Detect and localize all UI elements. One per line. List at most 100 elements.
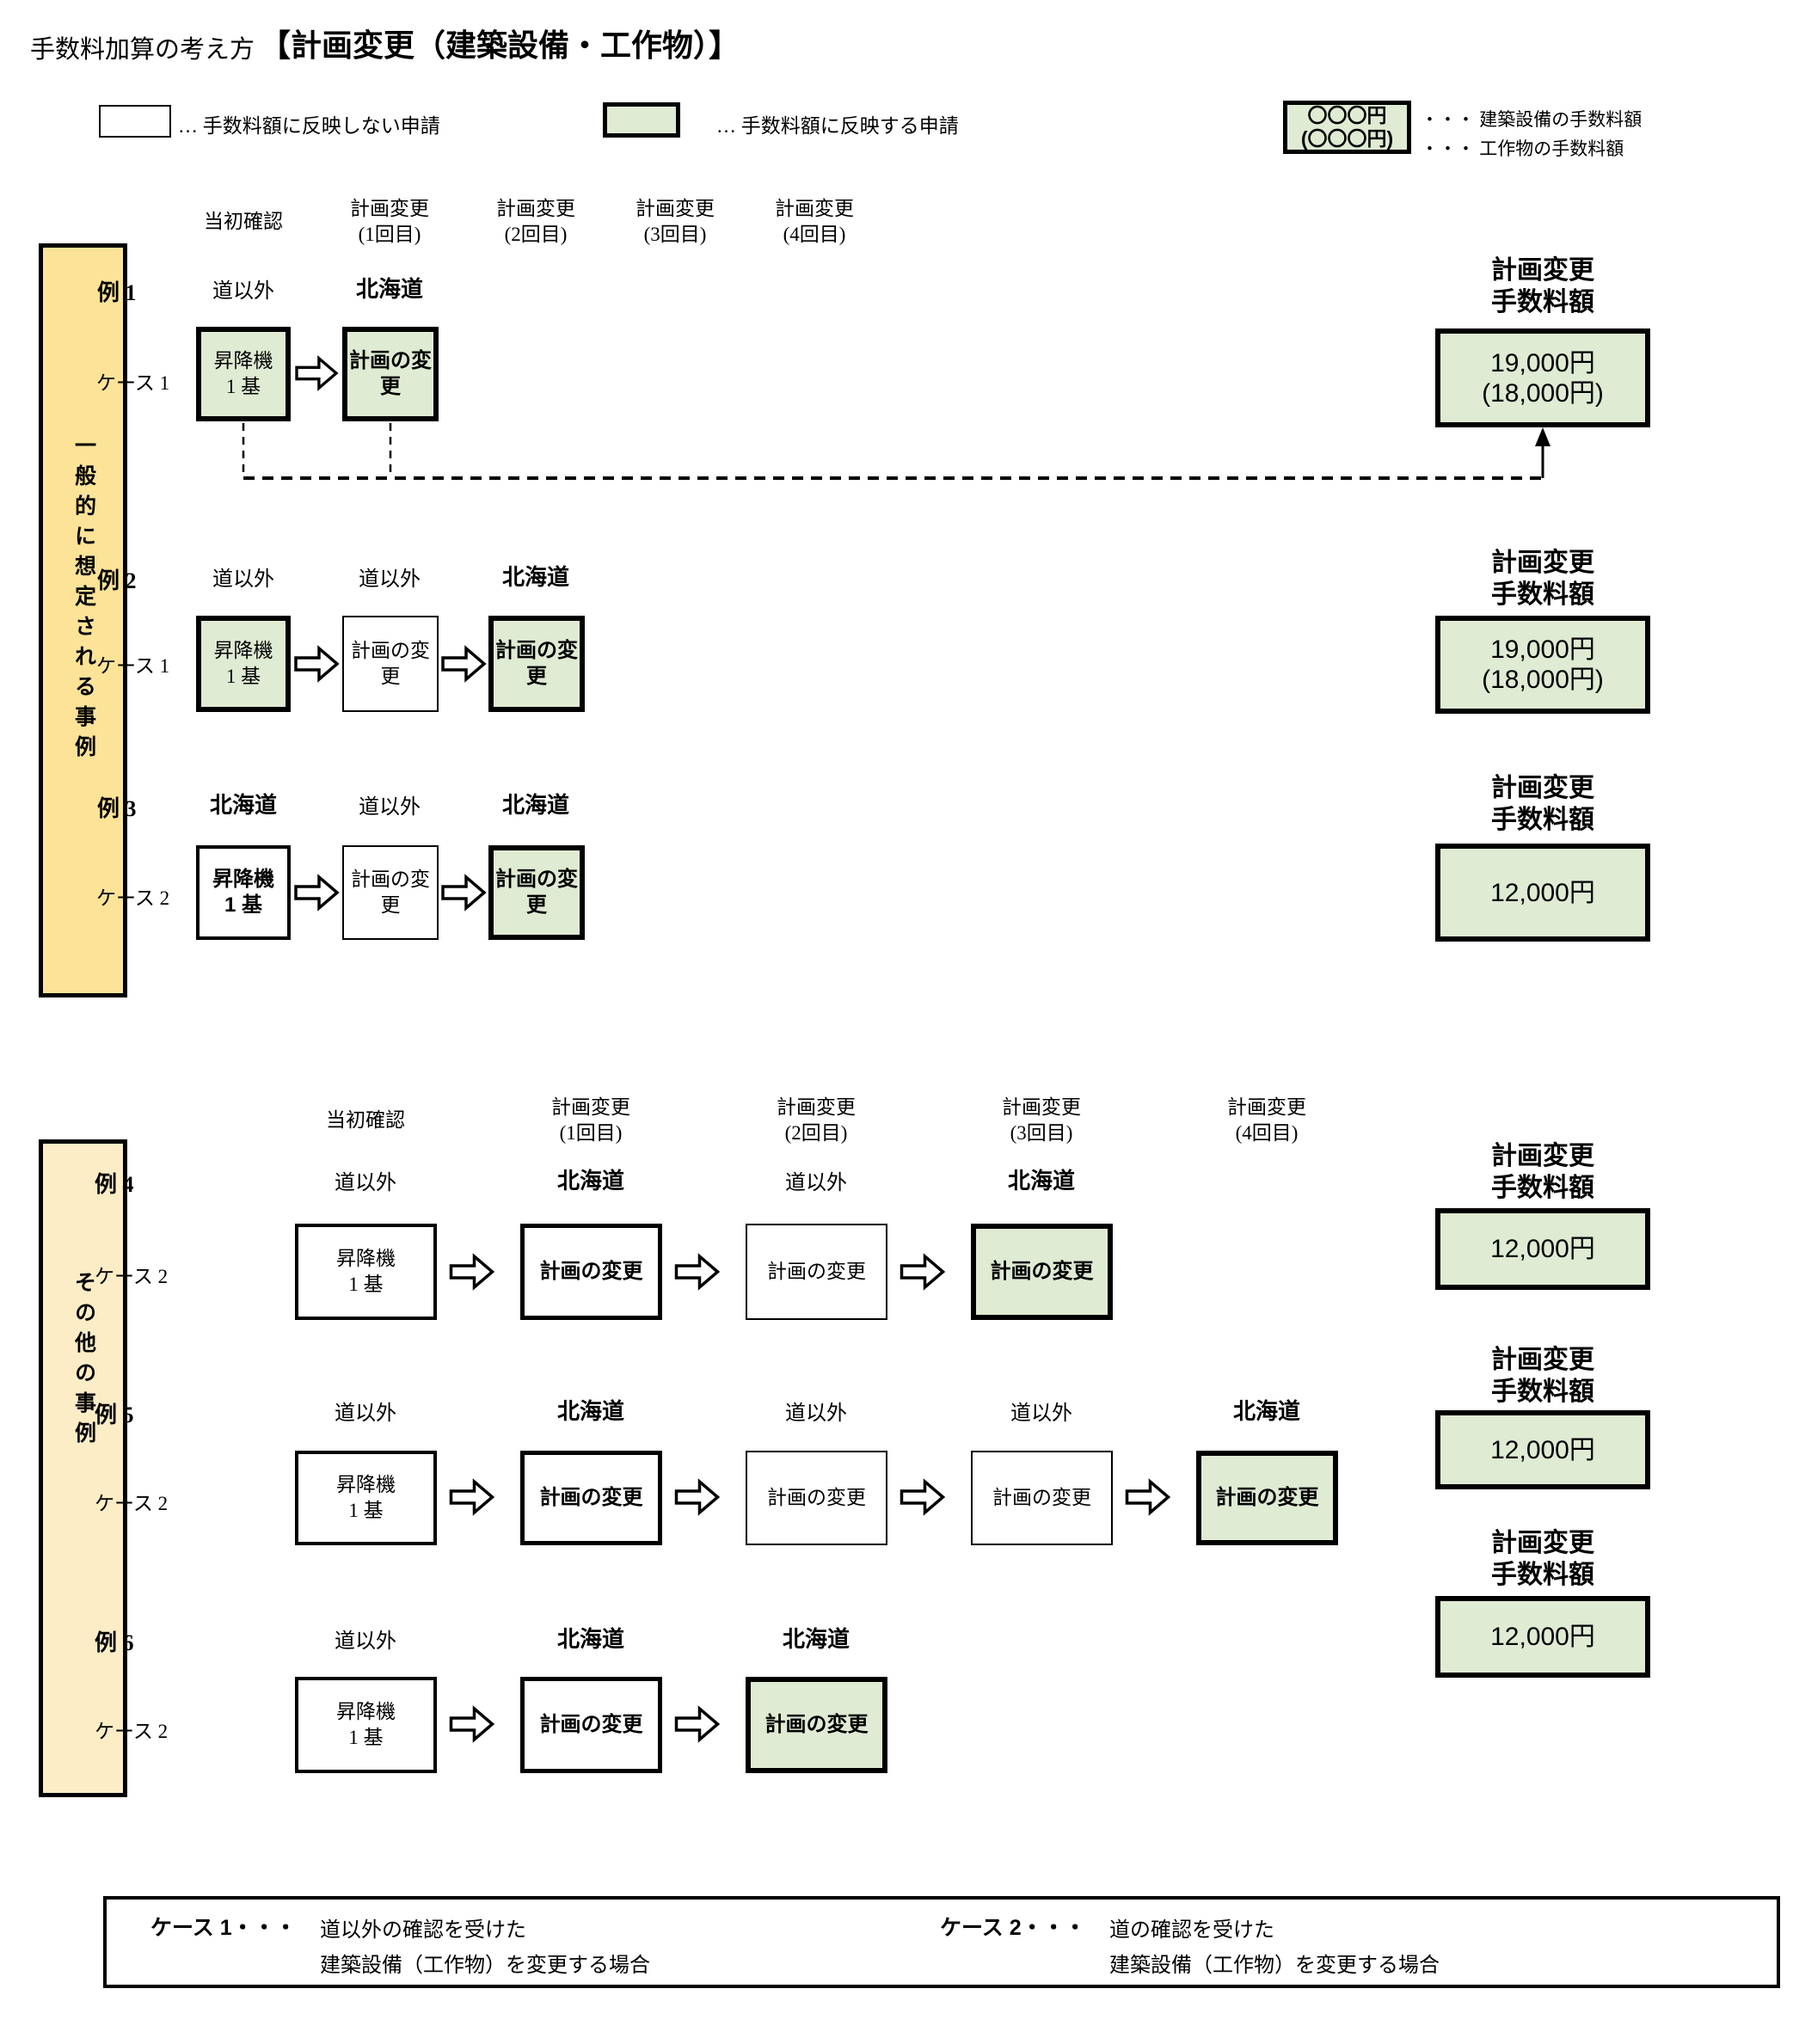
stage-header-change1: 計画変更(1回目) [350,198,429,245]
example-label: 例 6 [95,1630,134,1655]
case2-note-line2: 建築設備（工作物）を変更する場合 [1109,1955,1440,1977]
legend-reflect-label: … 手数料額に反映する申請 [716,115,959,137]
authority-label: 北海道 [556,1168,624,1194]
arrow-right-icon [441,645,487,683]
fee-amount-box: 12,000円 [1435,1596,1650,1678]
authority-label: 道以外 [335,1403,396,1425]
case1-note-line2: 建築設備（工作物）を変更する場合 [320,1955,650,1977]
authority-label: 道以外 [335,1172,396,1194]
case2-note-line1: 道の確認を受けた [1109,1919,1274,1942]
arrow-right-icon [441,874,487,912]
flow-box-initial: 昇降機 1 基 [196,845,291,940]
cases-note-box [103,1896,1780,1988]
fee-title: 計画変更手数料額 [1491,256,1594,316]
example-label: 例 3 [97,796,137,821]
flow-box-change: 計画の変更 [342,327,439,421]
example-label: 例 4 [95,1172,134,1197]
case-label: ケース 1 [96,372,170,394]
example-label: 例 5 [95,1403,134,1427]
fee-title: 計画変更手数料額 [1491,1529,1594,1589]
sidebar-other-cases-label: その他の事例 [71,1270,95,1452]
authority-label: 道以外 [359,796,421,819]
flow-box-change: 計画の変更 [746,1451,887,1545]
fee-title: 計画変更手数料額 [1491,549,1594,609]
fee-amount-box: 19,000円 (18,000円) [1435,616,1650,714]
authority-label: 北海道 [209,792,277,818]
case-label: ケース 2 [95,1721,169,1742]
flow-box-change: 計画の変更 [342,616,439,712]
stage-header-change4: 計画変更(4回目) [1227,1096,1306,1144]
flow-box-change: 計画の変更 [488,616,585,712]
flow-box-change: 計画の変更 [1196,1451,1338,1545]
case-label: ケース 2 [95,1493,169,1514]
authority-label: 道以外 [212,280,274,303]
case1-note-label: ケース 1・・・ [150,1916,297,1940]
flow-box-initial: 昇降機 1 基 [295,1677,437,1773]
stage-header-change3: 計画変更(3回目) [636,198,715,245]
legend-fee-sample-desc1: ・・・ 建築設備の手数料額 [1421,109,1643,130]
arrow-right-icon [674,1705,721,1743]
arrow-right-icon [449,1478,495,1516]
authority-label: 北海道 [556,1398,624,1424]
legend-fee-sample-desc2: ・・・ 工作物の手数料額 [1421,138,1624,159]
authority-label: 道以外 [785,1403,847,1425]
example-label: 例 2 [97,568,137,593]
flow-box-change: 計画の変更 [746,1677,887,1773]
flow-box-initial: 昇降機 1 基 [295,1224,437,1320]
arrow-right-icon [294,645,340,683]
page-title-prefix: 手数料加算の考え方 [30,36,255,64]
arrow-right-icon [674,1478,721,1516]
legend-no-reflect-label: … 手数料額に反映しない申請 [178,115,440,137]
flow-box-change: 計画の変更 [488,845,585,940]
authority-label: 道以外 [212,568,274,591]
stage-header-change2: 計画変更(2回目) [777,1096,856,1144]
authority-label: 道以外 [359,568,421,591]
authority-label: 北海道 [501,564,569,590]
fee-title: 計画変更手数料額 [1491,1142,1594,1202]
arrow-right-icon [294,874,340,912]
flow-box-initial: 昇降機 1 基 [295,1451,437,1545]
authority-label: 道以外 [335,1630,396,1653]
arrow-right-icon [449,1705,495,1743]
legend-fee-sample-line1: 〇〇〇円 [1307,104,1387,126]
fee-amount-box: 12,000円 [1435,1410,1650,1489]
legend-fee-sample-box: 〇〇〇円 (〇〇〇円) [1283,101,1411,154]
authority-label: 北海道 [501,792,569,818]
authority-label: 北海道 [556,1626,624,1652]
example-label: 例 1 [97,280,137,305]
legend-green-box [603,102,680,138]
fee-title: 計画変更手数料額 [1491,774,1594,834]
authority-label: 北海道 [1007,1168,1075,1194]
stage-header-change4: 計画変更(4回目) [775,198,854,245]
sidebar-general-cases-label: 一般的に想定される事例 [71,434,95,765]
authority-label: 北海道 [782,1626,850,1652]
stage-header-initial: 当初確認 [326,1109,405,1131]
stage-header-initial: 当初確認 [204,211,283,232]
case-label: ケース 2 [95,1266,169,1287]
arrow-right-icon [900,1253,946,1291]
sidebar-general-cases: 一般的に想定される事例 [39,243,127,997]
authority-label: 北海道 [1232,1398,1300,1424]
fee-title: 計画変更手数料額 [1491,1346,1594,1406]
case2-note-label: ケース 2・・・ [940,1916,1086,1940]
flow-box-change: 計画の変更 [971,1451,1113,1545]
arrow-right-icon [674,1253,721,1291]
authority-label: 北海道 [355,276,423,302]
arrow-right-icon [900,1478,946,1516]
page-title-bracket: 【計画変更（建築設備・工作物）】 [260,28,740,63]
flow-box-initial: 昇降機 1 基 [196,327,291,421]
flow-box-initial: 昇降機 1 基 [196,616,291,712]
authority-label: 道以外 [1010,1403,1072,1425]
flow-box-change: 計画の変更 [520,1677,662,1773]
sidebar-other-cases: その他の事例 [39,1139,127,1797]
stage-header-change2: 計画変更(2回目) [496,198,575,245]
fee-amount-box: 19,000円 (18,000円) [1435,328,1650,427]
flow-box-change: 計画の変更 [746,1224,887,1320]
flow-box-change: 計画の変更 [520,1451,662,1545]
legend-fee-sample-line2: (〇〇〇円) [1300,127,1394,150]
case-label: ケース 1 [96,655,170,677]
arrow-right-icon [1125,1478,1171,1516]
stage-header-change1: 計画変更(1回目) [551,1096,630,1144]
case1-note-line1: 道以外の確認を受けた [320,1919,526,1942]
